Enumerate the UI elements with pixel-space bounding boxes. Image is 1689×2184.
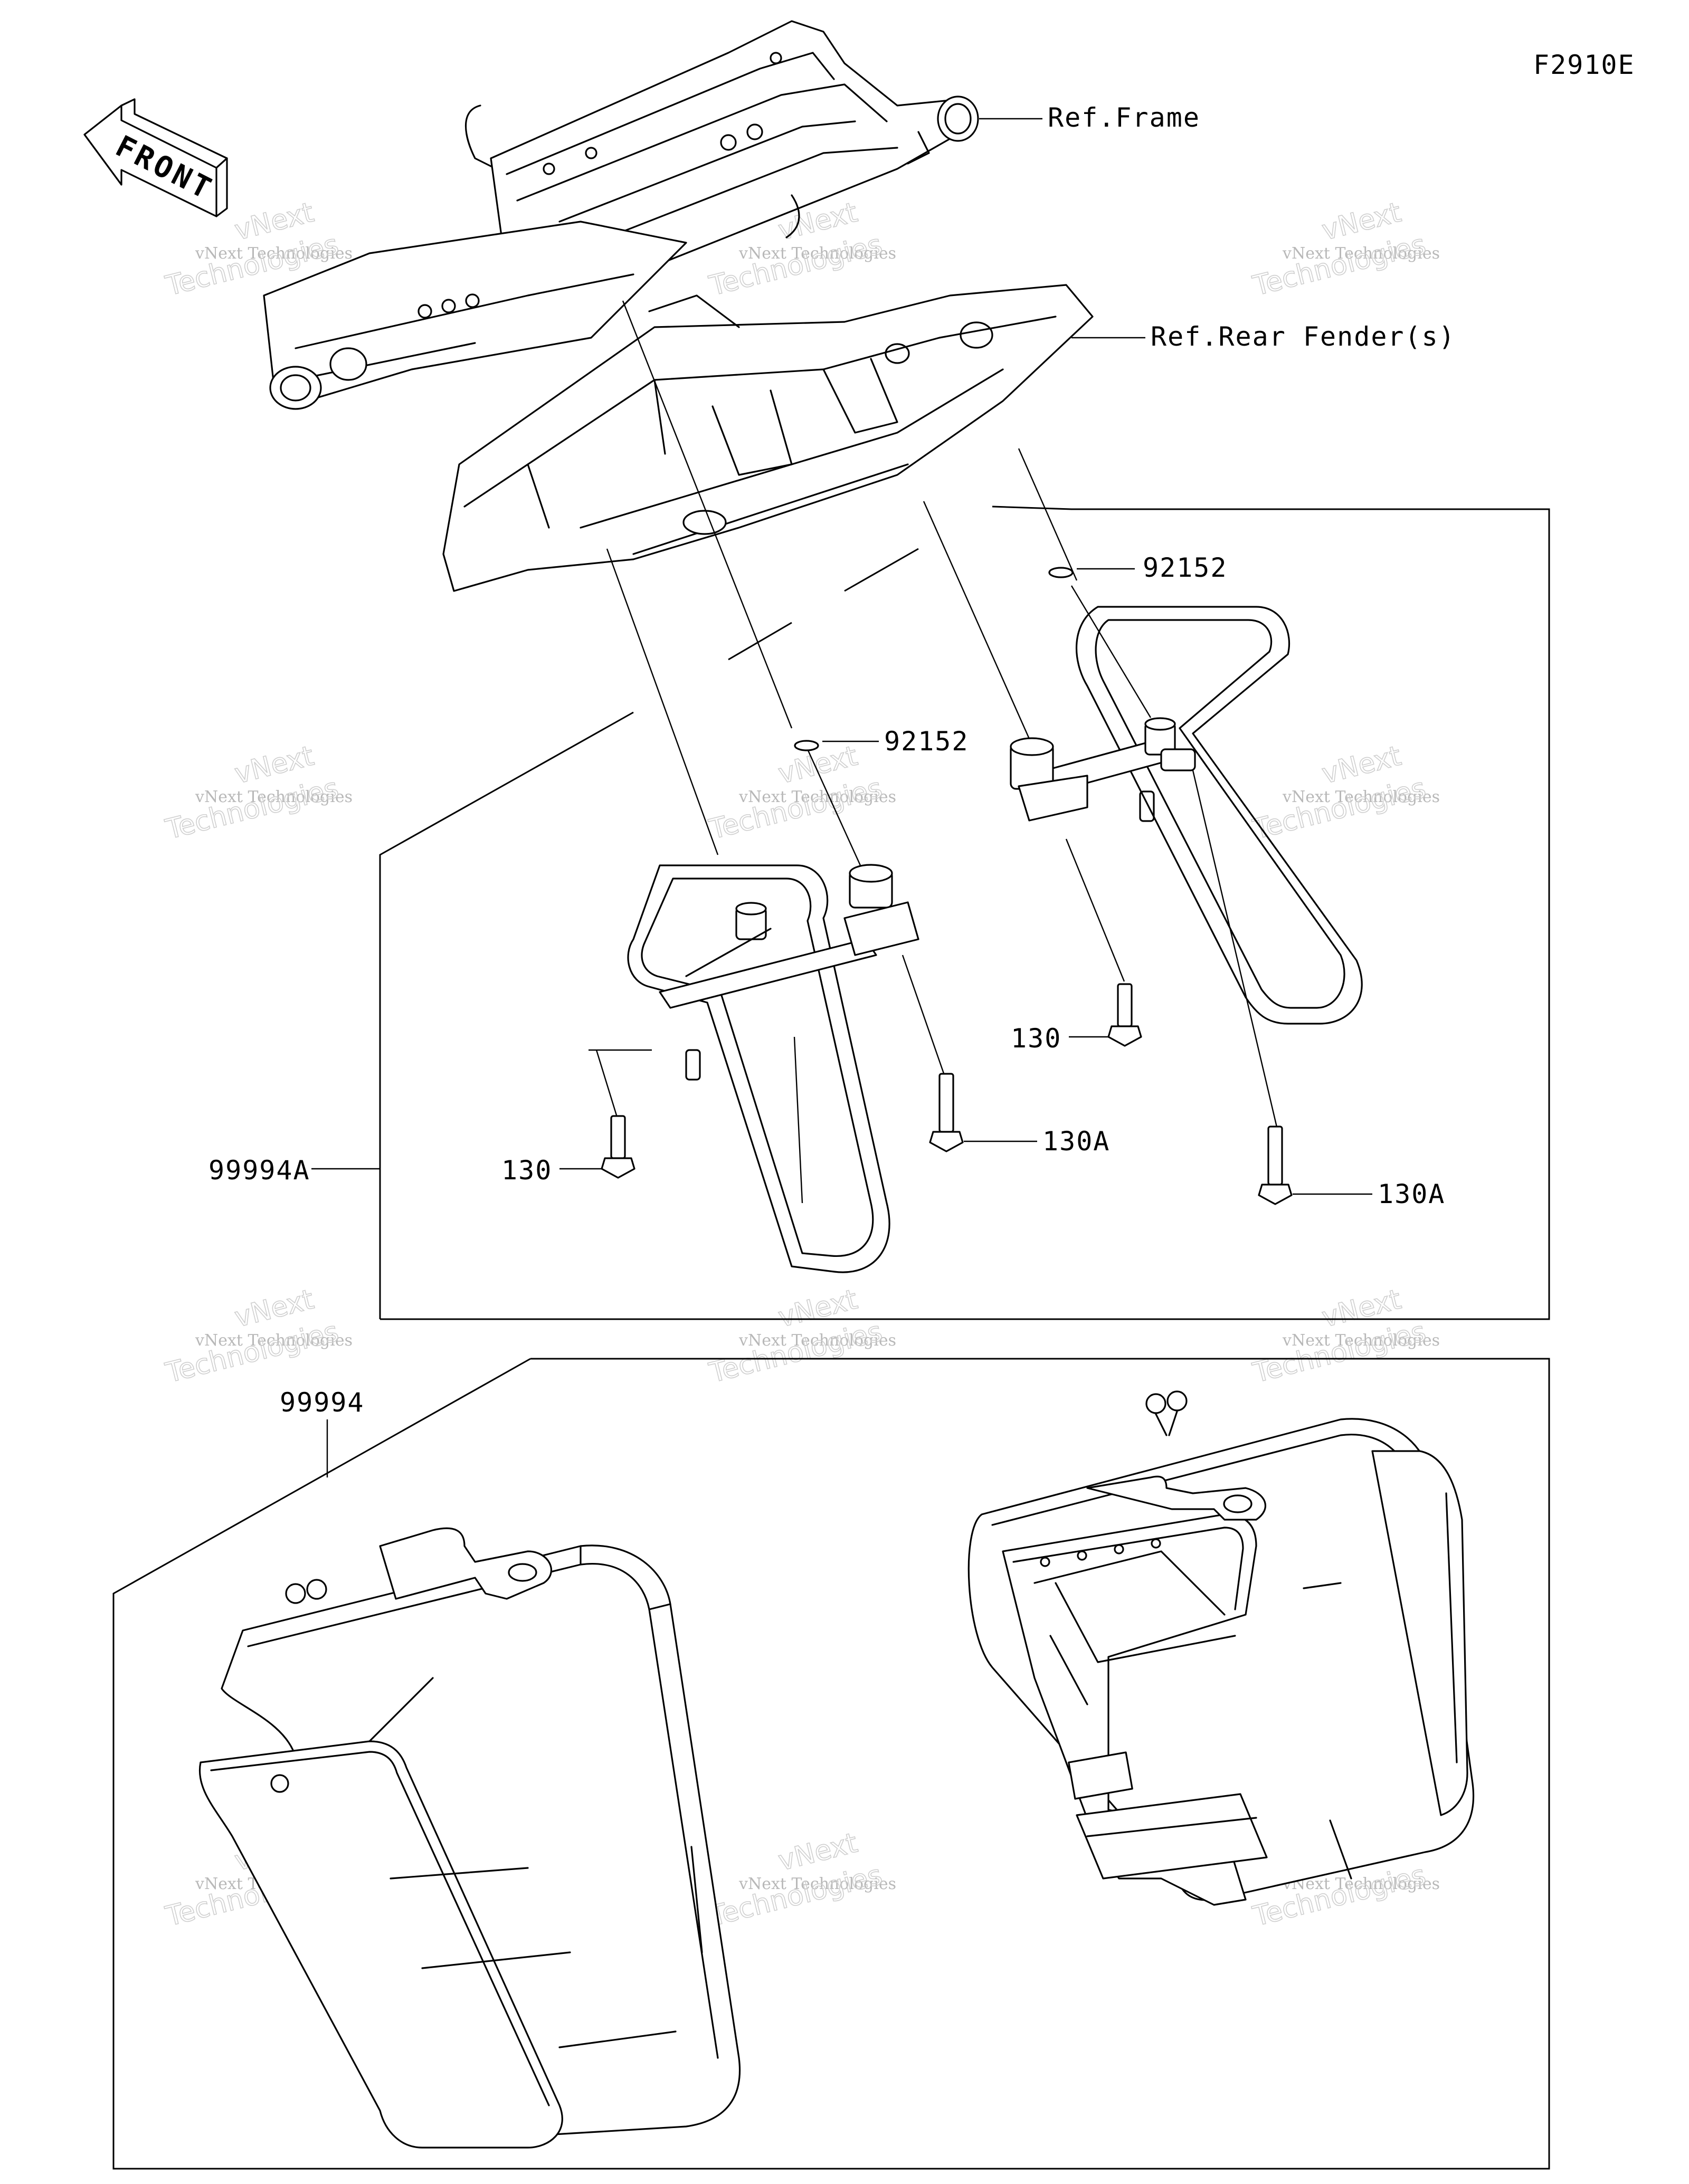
bolt-130a-middle: [929, 1073, 1037, 1152]
watermark: vNext Technologies vNext Technologies: [706, 1827, 896, 1933]
pannier-set-box: [112, 1358, 1550, 2170]
leader-lines: [589, 300, 1278, 1130]
bolt-130a-right: [1258, 1126, 1372, 1205]
watermark: vNext Technologies vNext Technologies: [162, 1283, 353, 1390]
bracket-set-label: 99994A: [208, 1155, 310, 1186]
bolt-130-right-label: 130: [1011, 1023, 1061, 1054]
ref-rear-fender-label: Ref.Rear Fender(s): [1151, 321, 1456, 352]
rear-fender-assembly: [442, 284, 1145, 592]
left-pannier-case: [198, 1527, 741, 2149]
bolt-130a-right-label: 130A: [1378, 1179, 1445, 1209]
washer-middle-label: 92152: [884, 726, 969, 757]
bolt-130-left: [559, 1115, 635, 1179]
bolt-130-left-label: 130: [501, 1155, 552, 1186]
watermark: vNext Technologies vNext Technologies: [1249, 1283, 1440, 1390]
left-pannier-bracket: [627, 864, 919, 1273]
pannier-set-label: 99994: [280, 1387, 365, 1418]
right-pannier-case: [967, 1390, 1475, 1906]
watermark-small-text: vNext Technologies: [1282, 788, 1440, 806]
frame-assembly: [263, 20, 1042, 410]
watermark-small-text: vNext Technologies: [195, 788, 353, 806]
watermark-small-text: vNext Technologies: [1282, 244, 1440, 263]
watermark-small-text: vNext Technologies: [738, 788, 896, 806]
watermark-small-text: vNext Technologies: [738, 1331, 896, 1350]
front-arrow-icon: FRONT: [83, 98, 228, 217]
right-pannier-bracket: [1010, 606, 1363, 1025]
diagram-code: F2910E: [1533, 50, 1635, 80]
ref-frame-label: Ref.Frame: [1048, 102, 1200, 133]
watermark: vNext Technologies vNext Technologies: [1249, 196, 1440, 303]
watermark: vNext Technologies vNext Technologies: [1249, 740, 1440, 846]
watermark: vNext Technologies vNext Technologies: [706, 740, 896, 846]
bracket-set-box: [311, 506, 1550, 1320]
watermark: vNext Technologies vNext Technologies: [706, 1283, 896, 1390]
washer-upper-label: 92152: [1143, 552, 1228, 583]
watermark-small-text: vNext Technologies: [738, 1875, 896, 1893]
washer-middle: [794, 740, 879, 751]
bolt-130-right: [1069, 983, 1142, 1047]
watermark: vNext Technologies vNext Technologies: [162, 740, 353, 846]
washer-upper: [1048, 567, 1135, 578]
bolt-130a-middle-label: 130A: [1042, 1126, 1110, 1157]
watermark-small-text: vNext Technologies: [195, 244, 353, 263]
watermark-small-text: vNext Technologies: [738, 244, 896, 263]
watermark-small-text: vNext Technologies: [1282, 1331, 1440, 1350]
watermark-small-text: vNext Technologies: [195, 1331, 353, 1350]
